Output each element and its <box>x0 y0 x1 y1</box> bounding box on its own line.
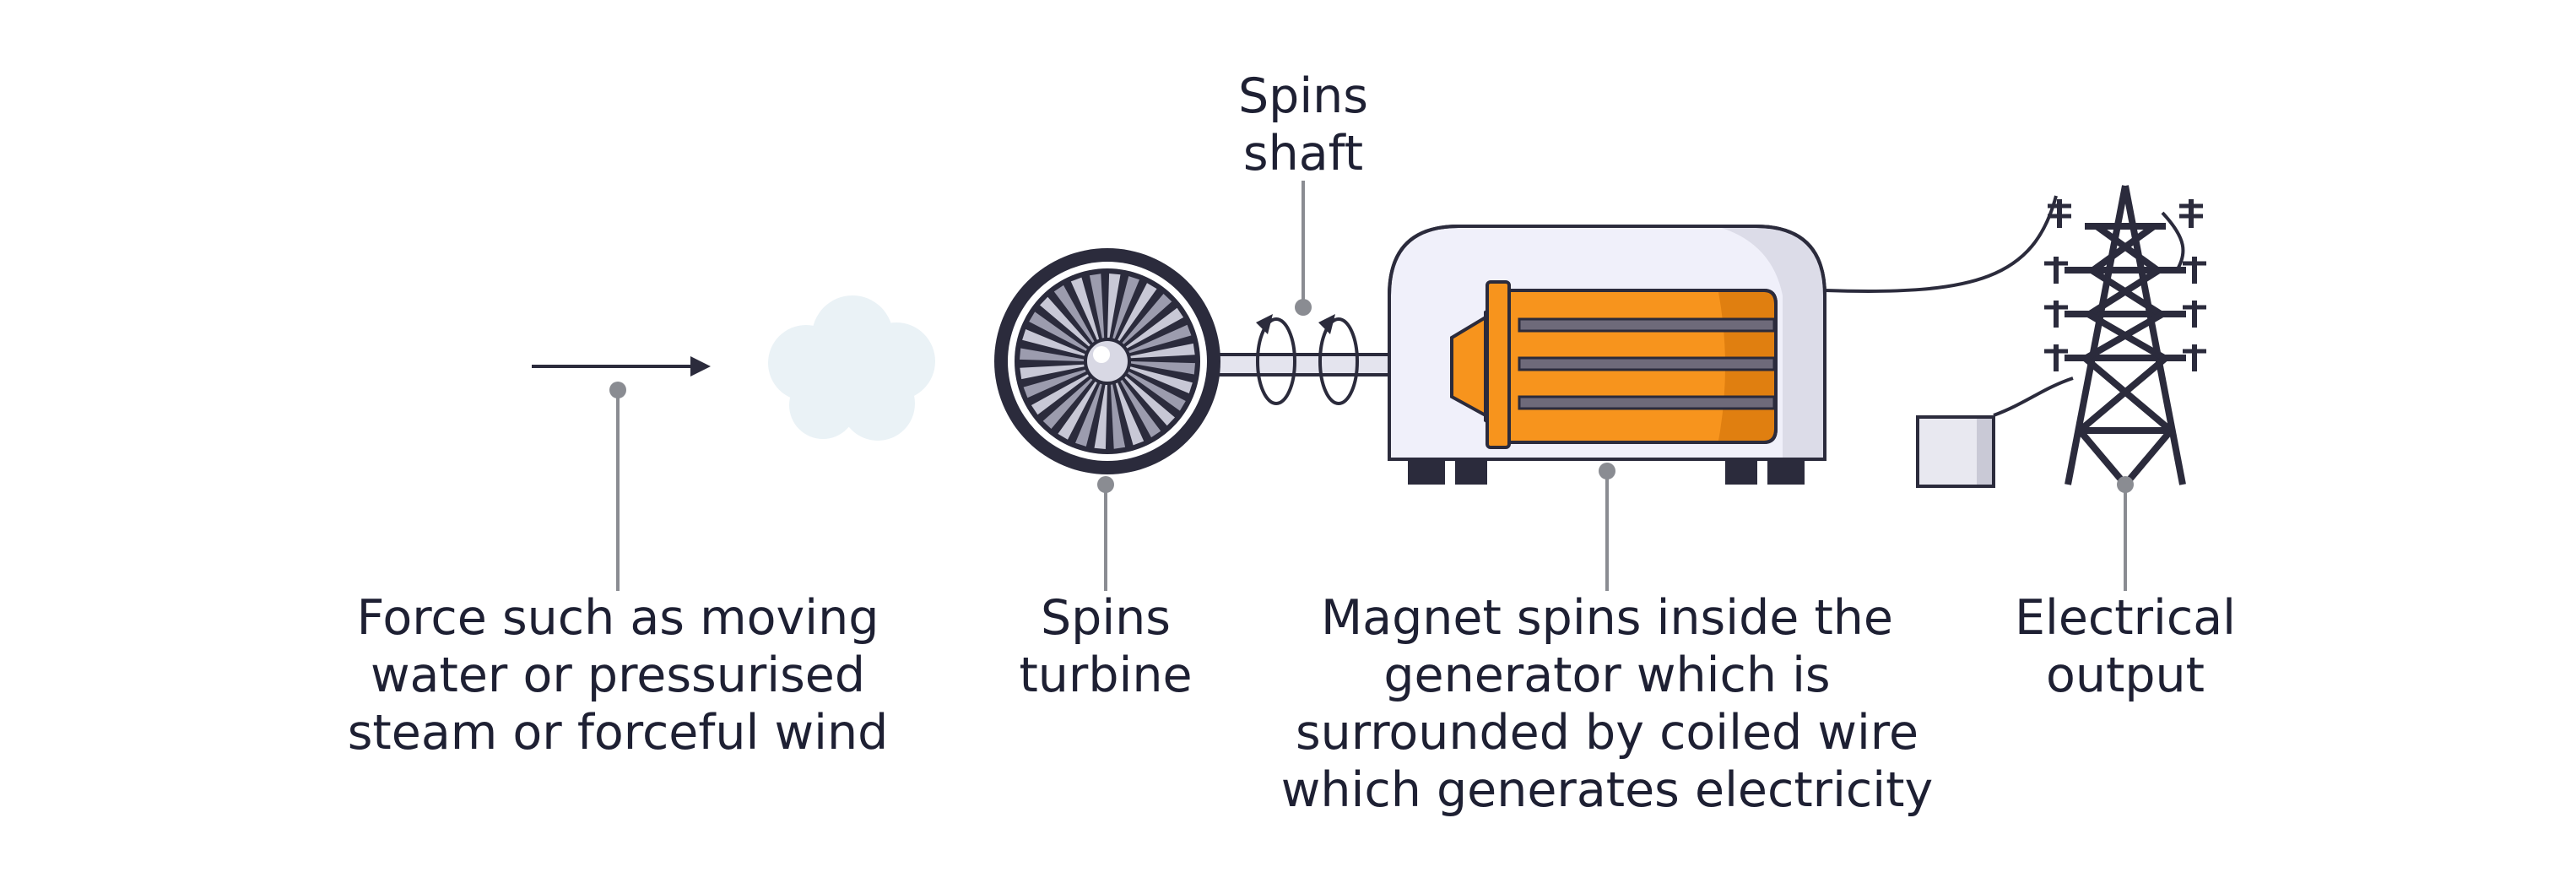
label-force: Force such as moving water or pressurise… <box>322 589 913 761</box>
label-output-line-2: output <box>2045 647 2205 703</box>
power-cable <box>1824 195 2185 417</box>
label-output: Electrical output <box>1973 589 2277 704</box>
label-force-line-2: water or pressurised <box>370 647 866 703</box>
turbine-blade <box>1107 274 1121 339</box>
turbine-blade <box>1128 324 1192 354</box>
leader-turbine <box>1097 476 1114 591</box>
turbine-blade <box>1053 284 1095 344</box>
label-magnet-line-3: surrounded by coiled wire <box>1295 705 1919 761</box>
label-turbine: Spins turbine <box>979 589 1232 704</box>
output-box-icon <box>1916 415 1995 488</box>
turbine-blade <box>1124 376 1175 426</box>
label-force-line-1: Force such as moving <box>356 590 879 646</box>
leader-force <box>609 382 626 591</box>
force-arrow <box>532 356 711 376</box>
turbine-blade <box>1094 384 1107 449</box>
turbine-blade <box>1075 383 1102 447</box>
turbine-blade <box>1115 382 1145 446</box>
turbine-blade <box>1122 294 1172 344</box>
magnet-coil <box>1450 280 1778 449</box>
label-force-line-3: steam or forceful wind <box>347 705 889 761</box>
turbine-blade <box>1020 364 1085 380</box>
turbine-blade <box>1042 378 1093 429</box>
leader-lines <box>609 181 2134 591</box>
turbine-blade <box>1040 296 1090 347</box>
label-shaft: Spins shaft <box>1177 68 1430 182</box>
label-magnet-line-1: Magnet spins inside the <box>1320 590 1894 646</box>
label-magnet: Magnet spins inside the generator which … <box>1269 589 1945 819</box>
rotation-arrows-icon <box>1256 314 1359 405</box>
turbine-blade <box>1020 348 1085 361</box>
turbine-blade <box>1130 343 1195 359</box>
turbine-blade <box>1022 329 1085 356</box>
turbine-blade <box>1058 382 1097 440</box>
label-magnet-line-2: generator which is <box>1383 647 1831 703</box>
label-magnet-line-4: which generates electricity <box>1280 762 1934 818</box>
leader-output <box>2117 476 2134 591</box>
turbine-icon <box>994 248 1220 474</box>
generator-icon <box>1388 225 1826 485</box>
turbine-blade <box>1089 274 1105 339</box>
leader-shaft <box>1295 181 1312 316</box>
label-turbine-line-2: turbine <box>1019 647 1193 703</box>
label-shaft-line-2: shaft <box>1242 126 1364 181</box>
turbine-blade <box>1110 384 1126 449</box>
turbine-blade <box>1118 283 1157 341</box>
turbine-blade <box>1029 311 1087 351</box>
label-output-line-1: Electrical <box>2015 590 2236 646</box>
turbine-blade <box>1023 369 1086 398</box>
turbine-blade <box>1112 276 1139 339</box>
leader-magnet <box>1599 463 1615 591</box>
turbine-blade <box>1130 361 1195 375</box>
turbine-blade <box>1125 307 1184 349</box>
label-shaft-line-1: Spins <box>1237 68 1369 124</box>
turbine-blade <box>1120 379 1161 438</box>
turbine-blade <box>1070 277 1100 340</box>
steam-cloud-icon <box>768 295 935 441</box>
turbine-blade <box>1031 374 1090 415</box>
label-turbine-line-1: Spins <box>1040 590 1172 646</box>
turbine-blade <box>1129 366 1193 393</box>
pylon-icon <box>2044 185 2206 487</box>
turbine-blade <box>1128 371 1186 411</box>
